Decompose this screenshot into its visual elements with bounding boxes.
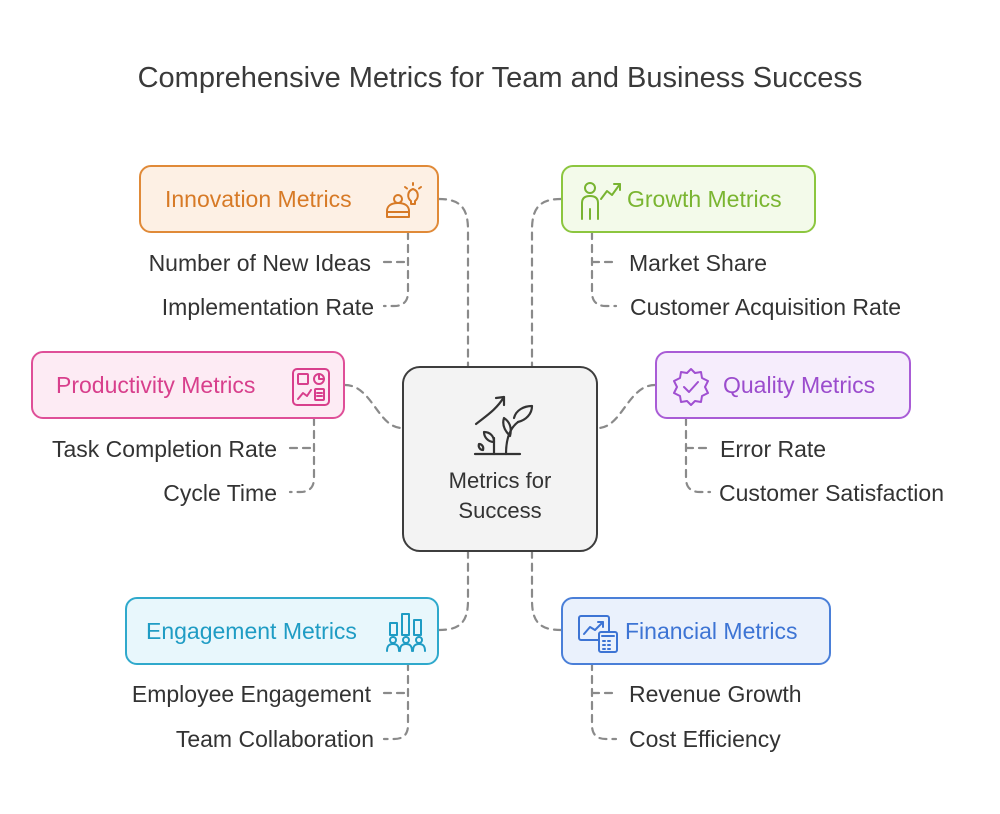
- productivity-metrics-label: Productivity Metrics: [56, 371, 256, 398]
- list-item: Number of New Ideas: [148, 250, 371, 276]
- plant-growth-icon: [473, 395, 534, 456]
- center-node[interactable]: Metrics for Success: [402, 366, 598, 552]
- list-item: Employee Engagement: [131, 681, 371, 707]
- list-item: Implementation Rate: [161, 294, 374, 320]
- lightbulb-person-icon: [386, 182, 422, 218]
- innovation-metrics-label: Innovation Metrics: [165, 185, 352, 212]
- list-item: Customer Satisfaction: [719, 480, 944, 506]
- growth-metrics-box[interactable]: Growth Metrics: [561, 165, 816, 233]
- engagement-metrics-box[interactable]: Engagement Metrics: [125, 597, 439, 665]
- productivity-metrics-box[interactable]: Productivity Metrics: [31, 351, 345, 419]
- list-item: Task Completion Rate: [52, 436, 277, 462]
- financial-metrics-label: Financial Metrics: [625, 617, 798, 644]
- growth-metrics-label: Growth Metrics: [627, 185, 782, 212]
- list-item: Market Share: [629, 250, 768, 276]
- team-chart-icon: [386, 613, 426, 652]
- quality-badge-icon: [673, 368, 709, 406]
- quality-metrics-label: Quality Metrics: [723, 371, 876, 398]
- list-item: Error Rate: [720, 436, 827, 462]
- list-item: Customer Acquisition Rate: [630, 294, 902, 320]
- list-item: Cost Efficiency: [629, 726, 781, 752]
- list-item: Team Collaboration: [175, 726, 374, 752]
- innovation-metrics-box[interactable]: Innovation Metrics: [139, 165, 439, 233]
- person-growth-icon: [581, 182, 621, 220]
- quality-metrics-box[interactable]: Quality Metrics: [655, 351, 911, 419]
- list-item: Cycle Time: [163, 480, 277, 506]
- center-label-line1: Metrics for: [448, 468, 552, 493]
- financial-metrics-box[interactable]: Financial Metrics: [561, 597, 831, 665]
- center-label-line2: Success: [458, 498, 542, 523]
- center-label: Metrics for Success: [404, 466, 596, 526]
- engagement-metrics-label: Engagement Metrics: [146, 617, 357, 644]
- calculator-chart-icon: [578, 615, 618, 653]
- dashboard-icon: [292, 368, 330, 406]
- list-item: Revenue Growth: [629, 681, 802, 707]
- diagram-title: Comprehensive Metrics for Team and Busin…: [137, 62, 863, 94]
